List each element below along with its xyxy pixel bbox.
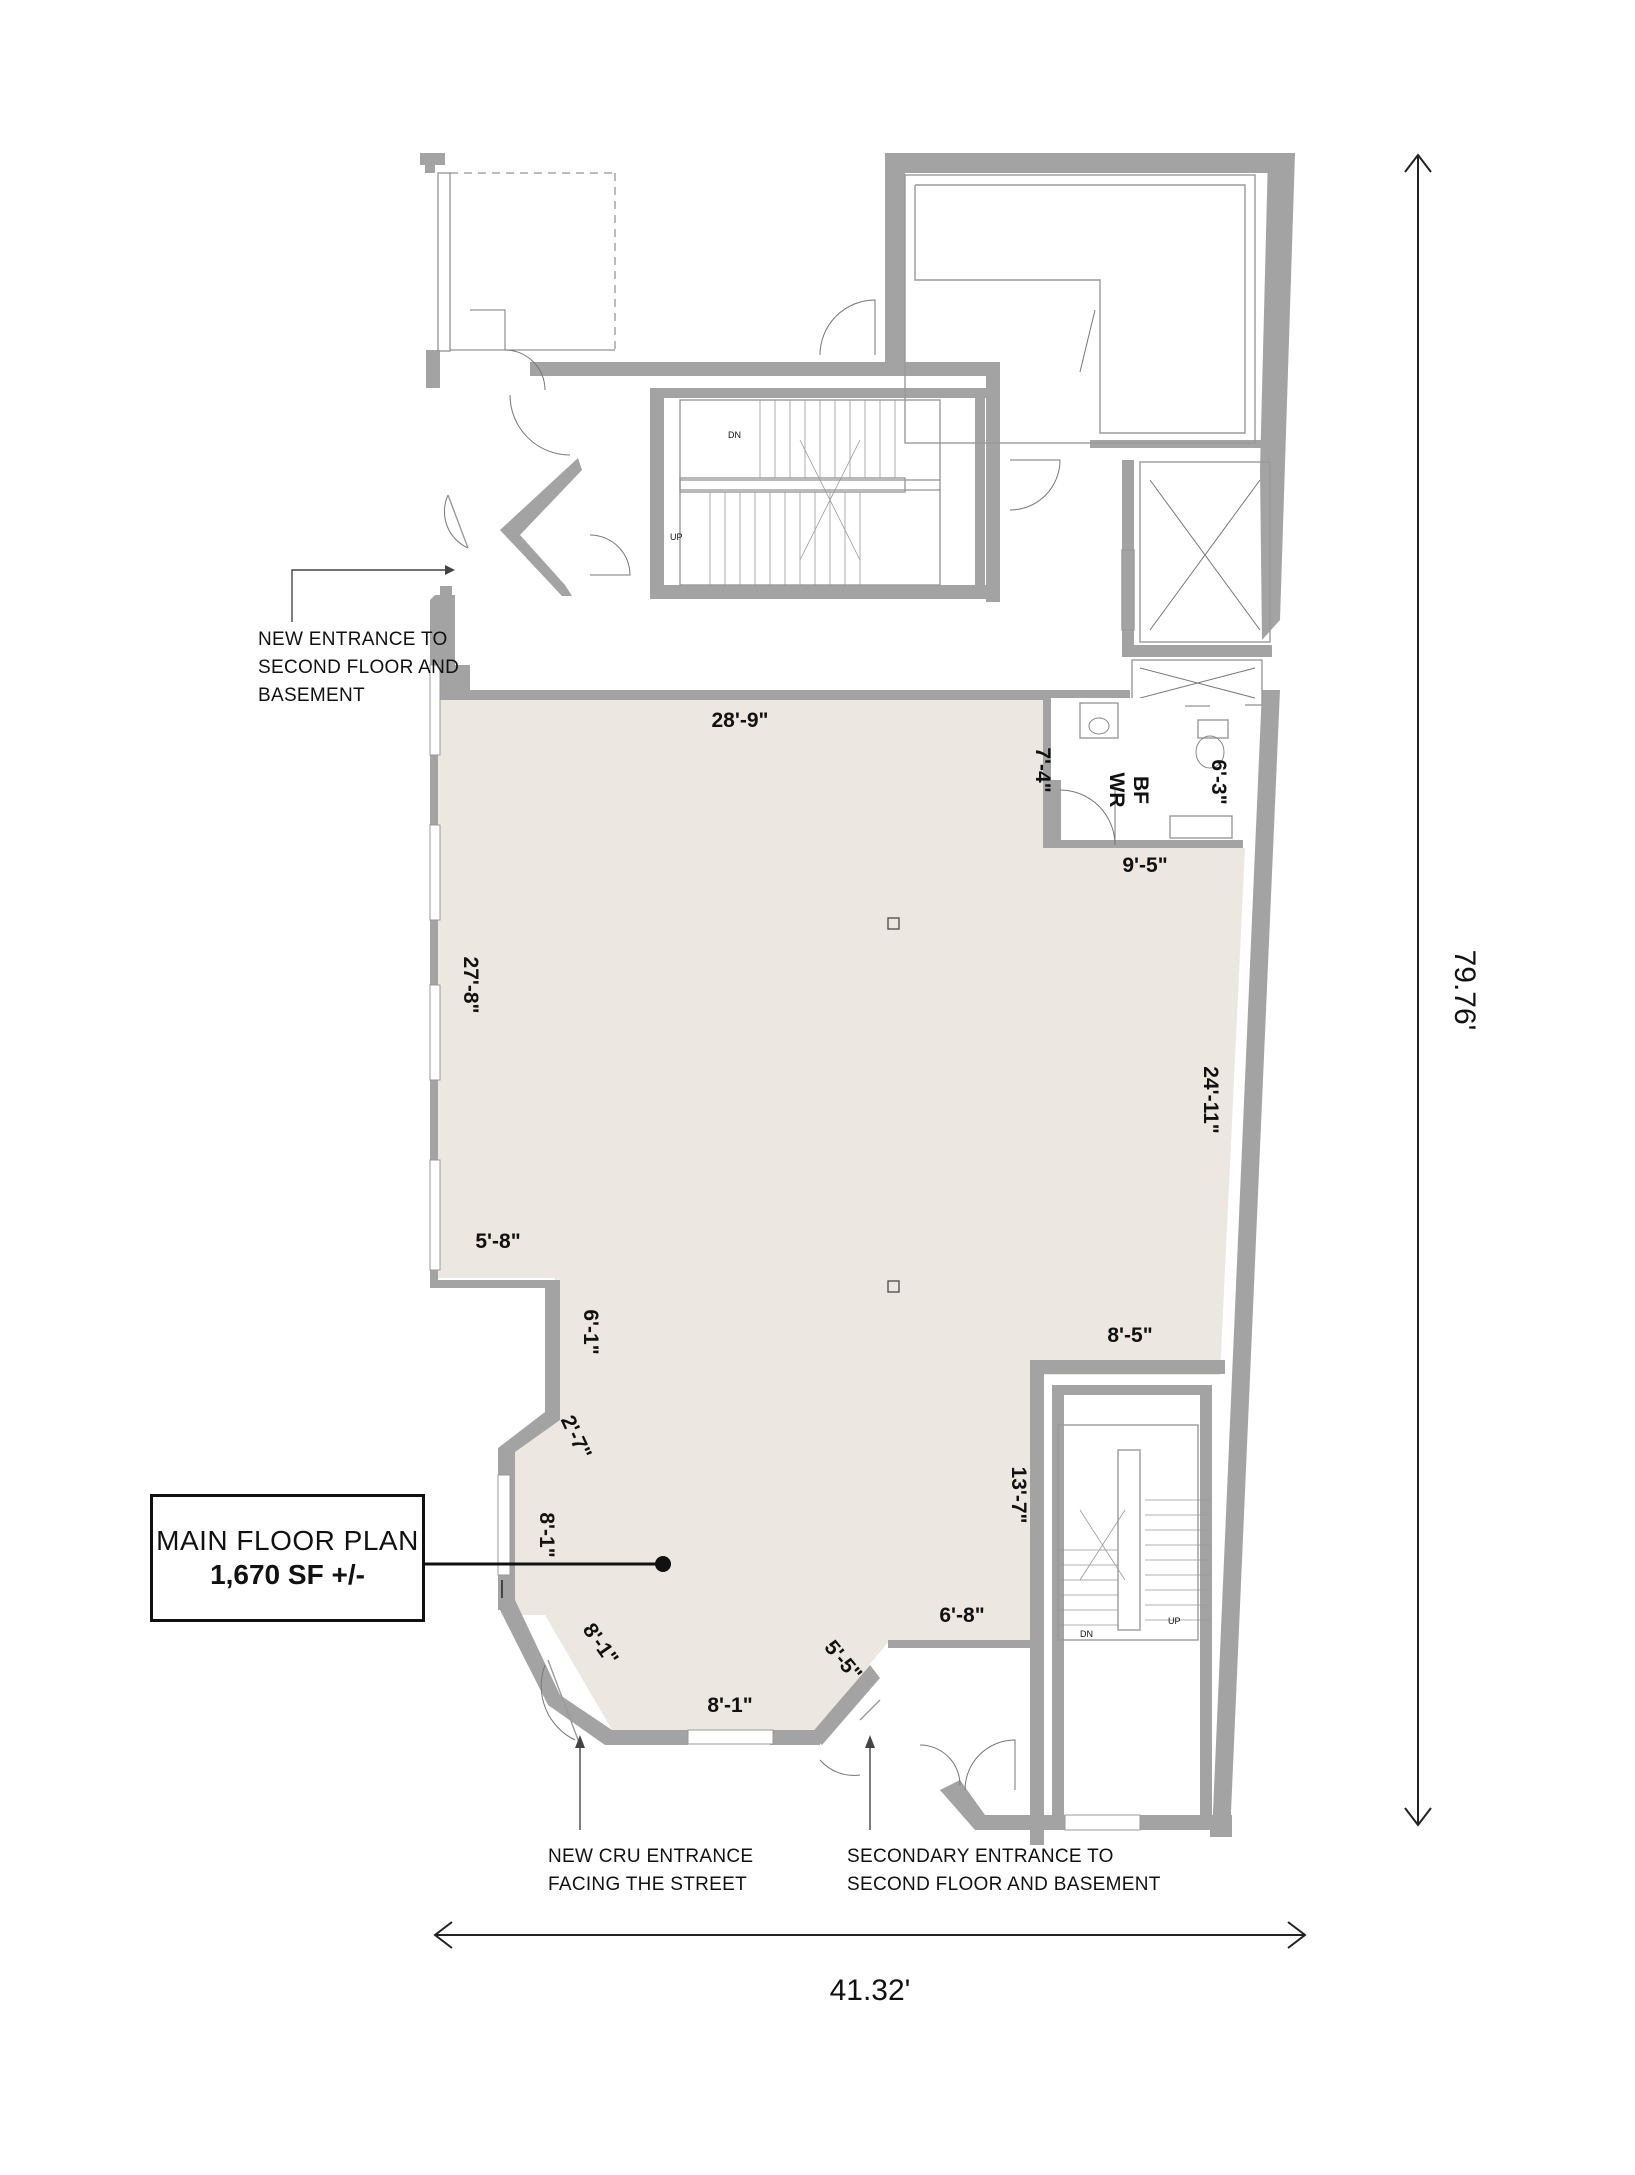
rear-details	[437, 172, 1271, 706]
dim-stair-right-top: 8'-5"	[1107, 1324, 1152, 1347]
dim-stair-bottom: 6'-8"	[939, 1604, 984, 1627]
note-cru-entrance-2: FACING THE STREET	[548, 1874, 747, 1895]
column-marker	[887, 1280, 900, 1293]
rear-stair-up: UP	[670, 532, 683, 542]
rear-stair-dn: DN	[728, 430, 741, 440]
dim-bay-side: 8'-1"	[535, 1512, 558, 1557]
washroom-label-bf: BF	[1129, 776, 1152, 804]
dim-top-wall: 28'-9"	[712, 709, 769, 732]
washroom-label-wr: WR	[1105, 773, 1128, 808]
note-new-entrance-2: SECOND FLOOR AND	[258, 657, 459, 678]
dim-right-wall: 24'-11"	[1199, 1066, 1222, 1134]
note-secondary-2: SECOND FLOOR AND BASEMENT	[847, 1874, 1161, 1895]
note-cru-entrance-1: NEW CRU ENTRANCE	[548, 1846, 753, 1867]
front-walls	[500, 1360, 1232, 1845]
overall-depth-label: 79.76'	[1448, 950, 1481, 1031]
floor-plan-title: MAIN FLOOR PLAN	[156, 1525, 419, 1556]
floor-plan-label: MAIN FLOOR PLAN 1,670 SF +/-	[150, 1494, 425, 1622]
dim-bay-bottom: 8'-1"	[707, 1694, 752, 1717]
left-glazing	[429, 664, 511, 1576]
dim-step-down: 6'-1"	[579, 1309, 602, 1354]
dim-stair-left-side: 13'-7"	[1007, 1467, 1030, 1524]
front-stair-dn: DN	[1080, 1629, 1093, 1639]
rear-stair	[679, 399, 941, 586]
dim-left-wall: 27'-8"	[459, 957, 482, 1014]
overall-width-label: 41.32'	[830, 1974, 911, 2007]
column-marker	[887, 917, 900, 930]
note-new-entrance-3: BASEMENT	[258, 685, 365, 706]
door-swings	[440, 494, 881, 1776]
dim-washroom-depth-right: 6'-3"	[1207, 759, 1230, 804]
floor-area-value: 1,670 SF +/-	[210, 1559, 365, 1590]
washroom	[1043, 696, 1245, 848]
dim-washroom-depth-left: 7'-4"	[1031, 747, 1054, 792]
front-window	[687, 1729, 774, 1745]
overall-dimension-arrows	[433, 153, 1432, 1949]
area-pointer-dot	[655, 1556, 671, 1572]
main-floor-area	[438, 695, 1245, 1730]
note-secondary-1: SECONDARY ENTRANCE TO	[847, 1846, 1114, 1867]
dim-step-in: 5'-8"	[475, 1230, 520, 1253]
leader-lines	[291, 565, 875, 1830]
note-new-entrance-1: NEW ENTRANCE TO	[258, 629, 448, 650]
front-stair-up: UP	[1168, 1616, 1181, 1626]
dim-washroom-width: 9'-5"	[1122, 854, 1167, 877]
front-stair	[919, 1424, 1210, 1791]
